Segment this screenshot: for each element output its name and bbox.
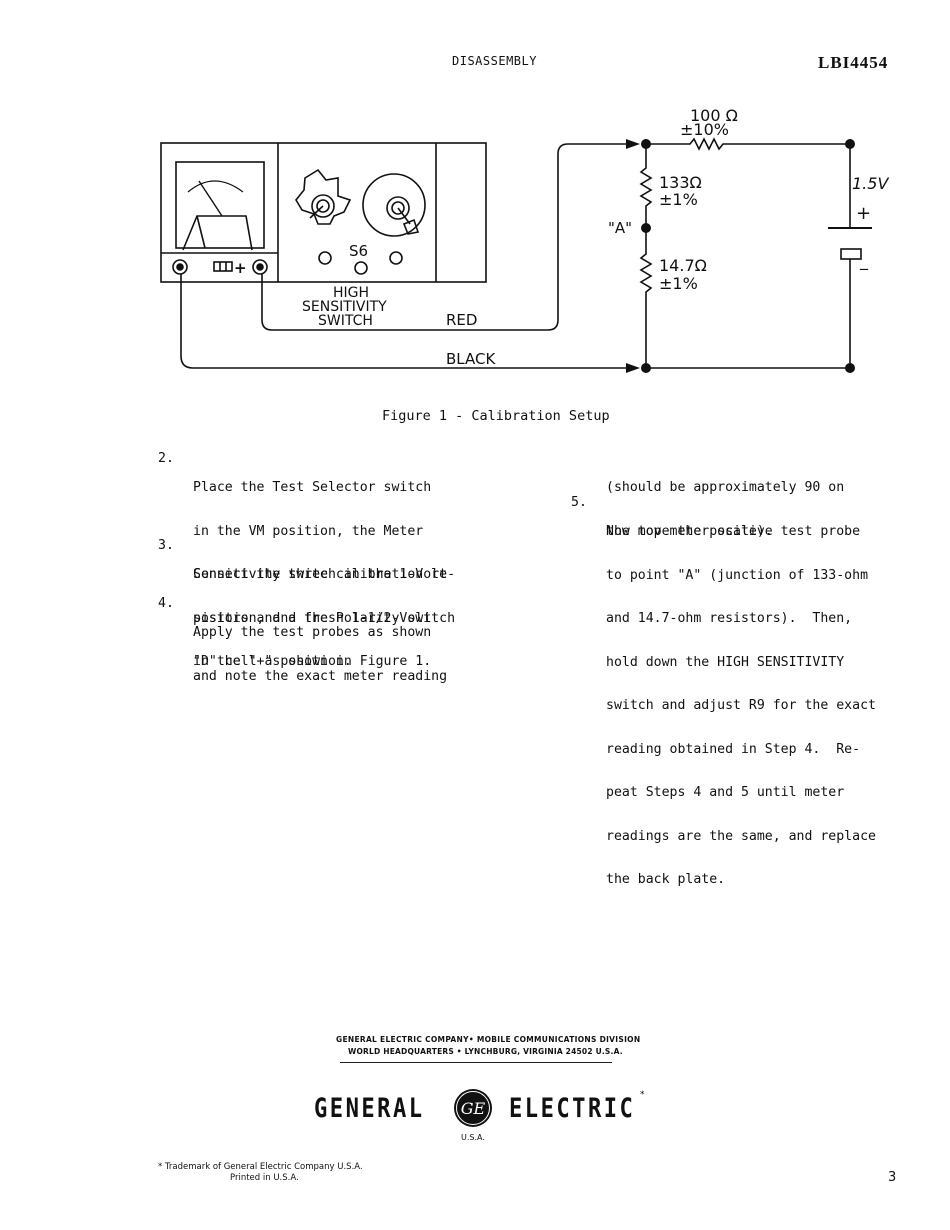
- step-number: 4.: [158, 596, 174, 611]
- step-line: reading obtained in Step 4. Re-: [606, 741, 861, 757]
- r-mid-value-label: 133Ω: [659, 173, 702, 192]
- node-bottom-left: [641, 363, 651, 373]
- battery-plus-label: +: [856, 203, 871, 224]
- section-title: DISASSEMBLY: [452, 54, 537, 68]
- footer-headquarters-line: WORLD HEADQUARTERS • LYNCHBURG, VIRGINIA…: [348, 1047, 623, 1056]
- black-probe-arrow: [626, 363, 640, 373]
- figure-caption: Figure 1 - Calibration Setup: [382, 408, 610, 424]
- instrument-panel: [160, 142, 487, 283]
- step-number: 3.: [158, 538, 174, 553]
- brand-name-right: ELECTRIC: [509, 1093, 636, 1124]
- step-line: in the VM position, the Meter: [193, 523, 424, 539]
- step-line: peat Steps 4 and 5 until meter: [606, 785, 845, 800]
- high-sensitivity-label-line1: HIGH: [333, 285, 369, 301]
- page-number: 3: [888, 1170, 897, 1185]
- battery-voltage-label: 1.5V: [852, 174, 889, 193]
- step-line: Connect the three calibration re-: [193, 567, 456, 582]
- high-sensitivity-label-line2: SENSITIVITY: [302, 299, 387, 315]
- step-line: and 14.7-ohm resistors). Then,: [606, 611, 853, 626]
- r-bot-value-label: 14.7Ω: [659, 256, 707, 275]
- step-5: 5. Now move the positive test probe to p…: [571, 495, 876, 886]
- node-bottom-right: [845, 363, 855, 373]
- step-line: readings are the same, and replace: [606, 828, 876, 844]
- r-bot-tolerance-label: ±1%: [659, 274, 698, 293]
- trademark-note: * Trademark of General Electric Company …: [158, 1162, 363, 1172]
- step-3: 3. Connect the three calibration re- sis…: [158, 538, 455, 668]
- red-lead-label: RED: [446, 311, 477, 329]
- step-line: hold down the HIGH SENSITIVITY: [606, 654, 845, 670]
- selector-knob-right: [362, 173, 426, 237]
- node-top-right: [845, 139, 855, 149]
- step-line: in the "+" position.: [193, 654, 352, 669]
- step-line: "D" cell as shown in Figure 1.: [193, 654, 432, 669]
- step-line: Sensitivity switch in the 1-Volt: [193, 567, 448, 582]
- step-line: Apply the test probes as shown: [193, 625, 432, 640]
- resistor-14-7-ohm: [639, 228, 653, 368]
- s6-contact-center: [354, 261, 368, 275]
- r-top-tolerance-label: ±10%: [680, 120, 729, 139]
- document-number: LBI4454: [818, 53, 889, 72]
- red-probe-arrow: [626, 139, 640, 149]
- printed-in-note: Printed in U.S.A.: [230, 1173, 299, 1183]
- footer-country: U.S.A.: [461, 1133, 485, 1142]
- calibration-setup-figure: 100 Ω ±10% 133Ω ±1% "A" 14.7Ω ±1% 1.5V +…: [160, 106, 889, 373]
- step-line: sistors and a fresh 1-1/2-Volt: [193, 610, 432, 626]
- switch-s6-label: S6: [349, 242, 368, 260]
- s6-contact-left: [318, 251, 332, 265]
- r-top-value-label: 100 Ω: [690, 106, 738, 125]
- battery-negative-plate: [840, 248, 862, 260]
- step-line: (should be approximately 90 on: [606, 480, 845, 495]
- step-line: Place the Test Selector switch: [193, 480, 432, 495]
- trademark-mark: *: [640, 1090, 645, 1100]
- step-2: 2. Place the Test Selector switch in the…: [158, 451, 455, 668]
- step-line: Now move the positive test probe: [606, 524, 861, 539]
- step-4-continued: (should be approximately 90 on the top m…: [571, 452, 844, 538]
- point-a-label: "A": [608, 219, 632, 237]
- step-number: 2.: [158, 451, 174, 466]
- step-line: position, and the Polarity switch: [193, 610, 456, 626]
- node-point-a: [641, 223, 651, 233]
- polarity-switch: [213, 261, 233, 272]
- ge-monogram-logo: GE: [454, 1089, 492, 1127]
- svg-text:GE: GE: [461, 1099, 486, 1118]
- footer-company-line: GENERAL ELECTRIC COMPANY• MOBILE COMMUNI…: [336, 1035, 641, 1044]
- s6-contact-right: [389, 251, 403, 265]
- meter-needle: [198, 180, 223, 217]
- negative-terminal: [172, 259, 188, 275]
- step-4: 4. Apply the test probes as shown and no…: [158, 596, 447, 683]
- high-sensitivity-label-line3: SWITCH: [318, 313, 373, 329]
- red-lead: [261, 143, 632, 331]
- r-mid-tolerance-label: ±1%: [659, 190, 698, 209]
- footer-divider: [340, 1062, 612, 1063]
- brand-name-left: GENERAL: [314, 1093, 425, 1124]
- step-line: to point "A" (junction of 133-ohm: [606, 567, 869, 583]
- step-line: the back plate.: [606, 872, 726, 887]
- meter-face: [175, 161, 265, 249]
- step-number: 5.: [571, 495, 587, 510]
- black-lead-label: BLACK: [446, 350, 496, 368]
- node-top-left: [641, 139, 651, 149]
- resistor-100-ohm: [646, 137, 850, 151]
- resistor-133-ohm: [639, 144, 653, 228]
- black-lead: [180, 274, 632, 369]
- selector-knob-left: [295, 168, 352, 225]
- step-line: switch and adjust R9 for the exact: [606, 698, 876, 713]
- step-line: the top meter scale).: [606, 523, 773, 539]
- step-line: and note the exact meter reading: [193, 668, 448, 684]
- meter-plus-label: +: [234, 259, 247, 277]
- positive-terminal: [252, 259, 268, 275]
- battery-minus-label: _: [859, 251, 869, 271]
